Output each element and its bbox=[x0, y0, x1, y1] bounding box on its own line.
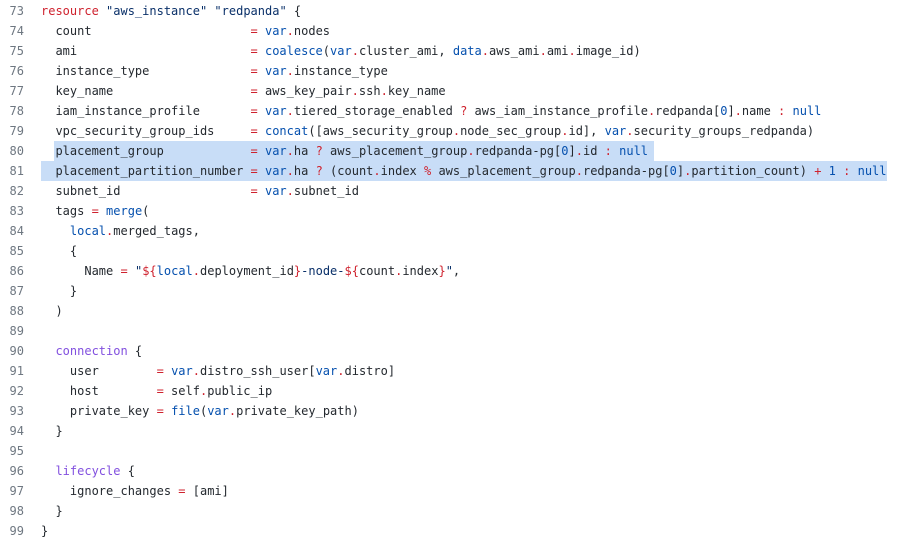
code-text: placement_group = var.ha ? aws_placement… bbox=[41, 144, 649, 158]
code-line: 78 iam_instance_profile = var.tiered_sto… bbox=[0, 101, 899, 121]
code-line: 87 } bbox=[0, 281, 899, 301]
code-line: 96 lifecycle { bbox=[0, 461, 899, 481]
line-number[interactable]: 95 bbox=[9, 444, 24, 458]
line-number[interactable]: 83 bbox=[9, 204, 24, 218]
code-text: resource "aws_instance" "redpanda" { bbox=[41, 4, 302, 18]
selection-highlight bbox=[54, 141, 654, 161]
code-text: count = var.nodes bbox=[41, 24, 331, 38]
code-line: 83 tags = merge( bbox=[0, 201, 899, 221]
code-line: 94 } bbox=[0, 421, 899, 441]
line-number[interactable]: 86 bbox=[9, 264, 24, 278]
line-number[interactable]: 73 bbox=[9, 4, 24, 18]
code-text: Name = "${local.deployment_id}-node-${co… bbox=[41, 264, 461, 278]
code-line: 81 placement_partition_number = var.ha ?… bbox=[0, 161, 899, 181]
code-line: 74 count = var.nodes bbox=[0, 21, 899, 41]
line-number[interactable]: 84 bbox=[9, 224, 24, 238]
code-line: 82 subnet_id = var.subnet_id bbox=[0, 181, 899, 201]
code-line: 80 placement_group = var.ha ? aws_placem… bbox=[0, 141, 899, 161]
line-number[interactable]: 82 bbox=[9, 184, 24, 198]
code-text: } bbox=[41, 284, 78, 298]
line-number[interactable]: 98 bbox=[9, 504, 24, 518]
code-text: placement_partition_number = var.ha ? (c… bbox=[41, 164, 887, 178]
code-text: user = var.distro_ssh_user[var.distro] bbox=[41, 364, 396, 378]
code-line: 84 local.merged_tags, bbox=[0, 221, 899, 241]
code-line: 77 key_name = aws_key_pair.ssh.key_name bbox=[0, 81, 899, 101]
code-text: iam_instance_profile = var.tiered_storag… bbox=[41, 104, 822, 118]
code-text: } bbox=[41, 524, 49, 538]
code-line: 99} bbox=[0, 521, 899, 541]
code-line: 98 } bbox=[0, 501, 899, 521]
code-text: } bbox=[41, 504, 63, 518]
code-text: subnet_id = var.subnet_id bbox=[41, 184, 359, 198]
code-line: 90 connection { bbox=[0, 341, 899, 361]
line-number[interactable]: 85 bbox=[9, 244, 24, 258]
line-number[interactable]: 81 bbox=[9, 164, 24, 178]
code-text: private_key = file(var.private_key_path) bbox=[41, 404, 359, 418]
code-text: connection { bbox=[55, 344, 143, 358]
code-line: 95 bbox=[0, 441, 899, 461]
code-text: } bbox=[41, 424, 63, 438]
code-text: { bbox=[41, 244, 78, 258]
line-number[interactable]: 76 bbox=[9, 64, 24, 78]
code-line: 91 user = var.distro_ssh_user[var.distro… bbox=[0, 361, 899, 381]
line-number[interactable]: 89 bbox=[9, 324, 24, 338]
code-text: ignore_changes = [ami] bbox=[41, 484, 229, 498]
code-line: 92 host = self.public_ip bbox=[0, 381, 899, 401]
code-text: instance_type = var.instance_type bbox=[41, 64, 388, 78]
code-line: 93 private_key = file(var.private_key_pa… bbox=[0, 401, 899, 421]
code-line: 89 bbox=[0, 321, 899, 341]
code-line: 76 instance_type = var.instance_type bbox=[0, 61, 899, 81]
code-text: lifecycle { bbox=[55, 464, 135, 478]
line-number[interactable]: 94 bbox=[9, 424, 24, 438]
line-number[interactable]: 90 bbox=[9, 344, 24, 358]
code-line: 97 ignore_changes = [ami] bbox=[0, 481, 899, 501]
code-line: 86 Name = "${local.deployment_id}-node-$… bbox=[0, 261, 899, 281]
line-number[interactable]: 91 bbox=[9, 364, 24, 378]
code-text: key_name = aws_key_pair.ssh.key_name bbox=[41, 84, 446, 98]
code-line: 75 ami = coalesce(var.cluster_ami, data.… bbox=[0, 41, 899, 61]
line-number[interactable]: 96 bbox=[9, 464, 24, 478]
line-number[interactable]: 87 bbox=[9, 284, 24, 298]
line-number[interactable]: 74 bbox=[9, 24, 24, 38]
line-number[interactable]: 97 bbox=[9, 484, 24, 498]
code-text: ami = coalesce(var.cluster_ami, data.aws… bbox=[41, 44, 641, 58]
line-number[interactable]: 75 bbox=[9, 44, 24, 58]
code-text: ) bbox=[41, 304, 63, 318]
line-number[interactable]: 78 bbox=[9, 104, 24, 118]
line-number[interactable]: 99 bbox=[9, 524, 24, 538]
code-line: 73 resource "aws_instance" "redpanda" { bbox=[0, 1, 899, 21]
line-number[interactable]: 77 bbox=[9, 84, 24, 98]
code-text: tags = merge( bbox=[41, 204, 150, 218]
code-text: local.merged_tags, bbox=[69, 224, 200, 238]
code-text: host = self.public_ip bbox=[41, 384, 273, 398]
selection-highlight bbox=[41, 161, 887, 181]
line-number[interactable]: 88 bbox=[9, 304, 24, 318]
line-number[interactable]: 79 bbox=[9, 124, 24, 138]
line-number[interactable]: 93 bbox=[9, 404, 24, 418]
code-line: 85 { bbox=[0, 241, 899, 261]
code-line: 79 vpc_security_group_ids = concat([aws_… bbox=[0, 121, 899, 141]
line-number[interactable]: 92 bbox=[9, 384, 24, 398]
line-number[interactable]: 80 bbox=[9, 144, 24, 158]
code-text: vpc_security_group_ids = concat([aws_sec… bbox=[41, 124, 815, 138]
code-line: 88 ) bbox=[0, 301, 899, 321]
